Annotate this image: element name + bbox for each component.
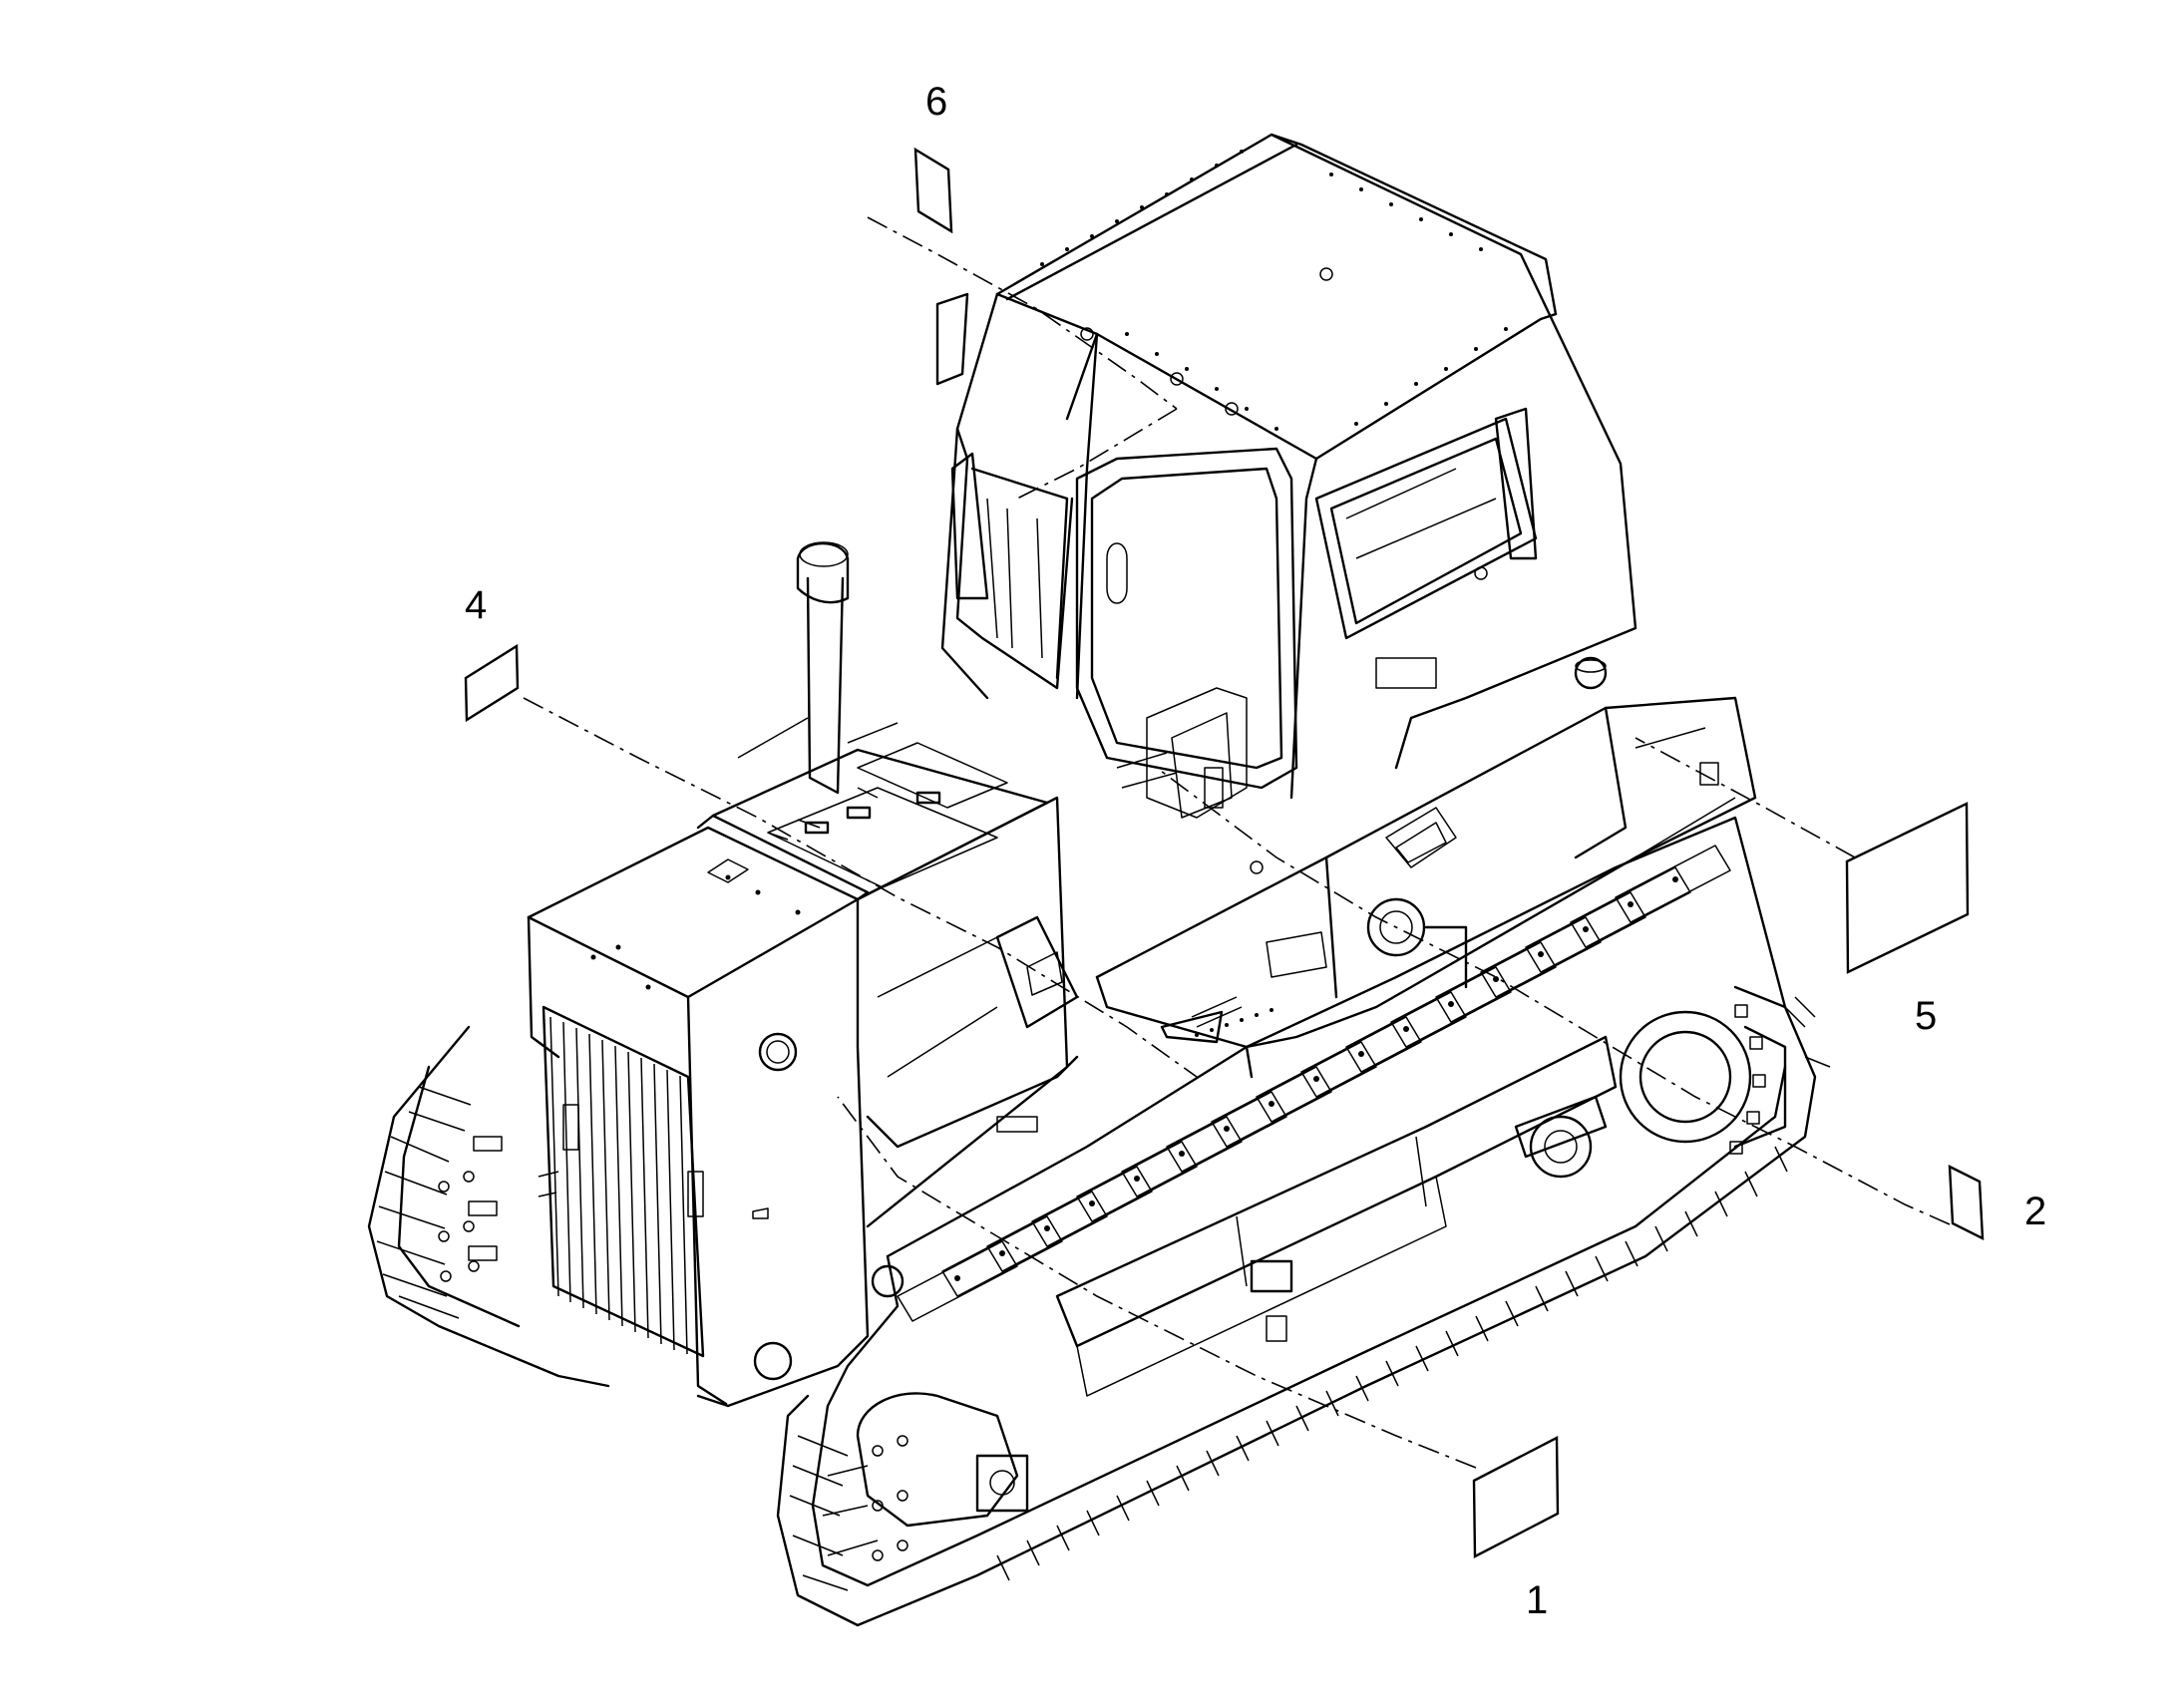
callout-6: 6: [925, 80, 947, 124]
decal-4: [464, 643, 520, 723]
decals: [464, 147, 1985, 1558]
decal-5: [1845, 802, 1970, 974]
callout-labels: 6 4 5 2 1: [465, 80, 2046, 1622]
callout-2: 2: [2024, 1190, 2046, 1233]
leader-line-6: [867, 216, 1178, 410]
decal-6: [913, 147, 953, 234]
callout-1: 1: [1526, 1578, 1548, 1622]
decal-1: [1472, 1436, 1560, 1558]
engine-hood: [527, 541, 1069, 1408]
leader-line-5: [1635, 737, 1856, 858]
leader-line-1: [837, 1096, 1477, 1469]
bulldozer-illustration: [367, 133, 1831, 1627]
leader-line-2: [1156, 767, 1951, 1225]
right-track: [776, 816, 1831, 1627]
leader-line-4: [523, 697, 1198, 1078]
left-track: [367, 1025, 610, 1388]
callout-4: 4: [465, 583, 487, 627]
operator-cab: [935, 133, 1637, 819]
body-deck: [866, 656, 1757, 1149]
decal-2: [1948, 1165, 1985, 1240]
leader-lines: [523, 216, 1951, 1469]
callout-5: 5: [1915, 994, 1937, 1038]
